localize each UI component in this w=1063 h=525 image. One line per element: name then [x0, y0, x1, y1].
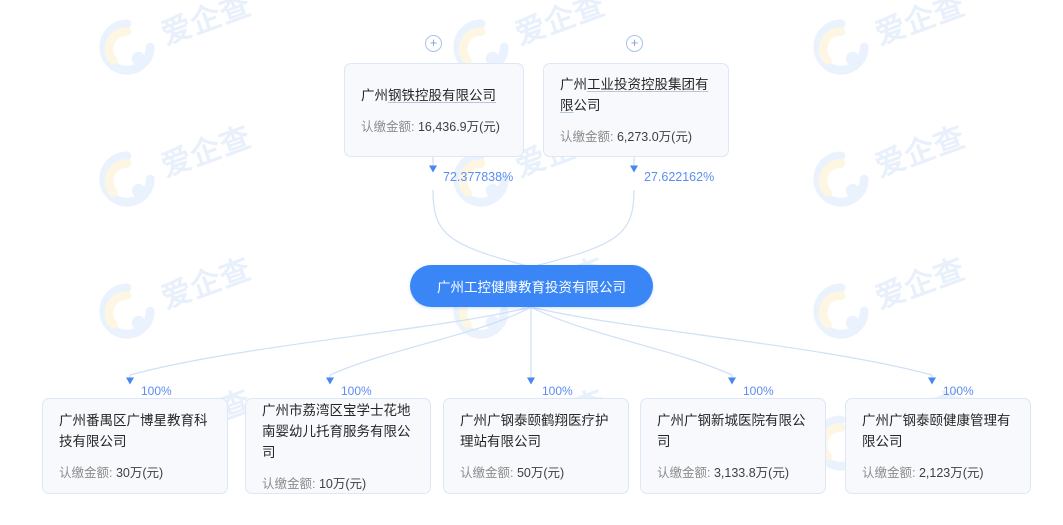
aiqicha-q-logo-icon	[99, 151, 155, 207]
ownership-percent-subsidiary-2: 100%	[341, 384, 372, 398]
expand-shareholder-2-button[interactable]: +	[626, 35, 643, 52]
company-name: 广州市荔湾区宝学士花地南婴幼儿托育服务有限公司	[262, 402, 411, 460]
company-name: 广州钢铁控股有限公司	[361, 87, 496, 103]
aiqicha-q-logo-icon	[99, 19, 155, 75]
ownership-percent-subsidiary-3: 100%	[542, 384, 573, 398]
root-company-node[interactable]: 广州工控健康教育投资有限公司	[410, 265, 653, 307]
aiqicha-q-logo-icon	[813, 19, 869, 75]
subscribed-capital: 认缴金额: 30万(元)	[59, 466, 164, 480]
watermark-text: 爱企查	[157, 0, 256, 52]
ownership-percent-shareholder-1: 72.377838%	[443, 170, 514, 184]
subscribed-capital: 认缴金额: 3,133.8万(元)	[657, 466, 789, 480]
watermark-text: 爱企查	[511, 0, 610, 52]
subscribed-capital: 认缴金额: 16,436.9万(元)	[361, 119, 500, 134]
aiqicha-q-logo-icon	[813, 283, 869, 339]
watermark: 爱企查	[98, 121, 288, 218]
watermark-text: 爱企查	[157, 120, 256, 184]
aiqicha-q-logo-icon	[813, 151, 869, 207]
subscribed-capital: 认缴金额: 2,123万(元)	[862, 466, 984, 480]
shareholder-card-2[interactable]: 广州工业投资控股集团有限公司 认缴金额: 6,273.0万(元)	[543, 63, 729, 157]
company-name: 广州广钢泰颐鹤翔医疗护理站有限公司	[460, 413, 609, 449]
company-name: 广州广钢新城医院有限公司	[657, 413, 806, 449]
watermark-text: 爱企查	[871, 120, 970, 184]
subsidiary-card-4[interactable]: 广州广钢新城医院有限公司 认缴金额: 3,133.8万(元)	[640, 398, 826, 494]
watermark: 爱企查	[812, 253, 1002, 350]
watermark: 爱企查	[812, 121, 1002, 218]
ownership-percent-subsidiary-4: 100%	[743, 384, 774, 398]
aiqicha-q-logo-icon	[99, 283, 155, 339]
subsidiary-card-2[interactable]: 广州市荔湾区宝学士花地南婴幼儿托育服务有限公司 认缴金额: 10万(元)	[245, 398, 431, 494]
watermark: 爱企查	[812, 0, 1002, 86]
company-name: 广州广钢泰颐健康管理有限公司	[862, 413, 1011, 449]
company-name: 广州工业投资控股集团有限公司	[560, 77, 709, 113]
watermark-text: 爱企查	[871, 0, 970, 52]
watermark-text: 爱企查	[157, 252, 256, 316]
company-name: 广州番禺区广博星教育科技有限公司	[59, 413, 208, 449]
subsidiary-card-3[interactable]: 广州广钢泰颐鹤翔医疗护理站有限公司 认缴金额: 50万(元)	[443, 398, 629, 494]
watermark: 爱企查	[98, 0, 288, 86]
ownership-percent-subsidiary-5: 100%	[943, 384, 974, 398]
ownership-percent-shareholder-2: 27.622162%	[644, 170, 715, 184]
watermark: 爱企查	[98, 253, 288, 350]
expand-shareholder-1-button[interactable]: +	[425, 35, 442, 52]
subsidiary-card-5[interactable]: 广州广钢泰颐健康管理有限公司 认缴金额: 2,123万(元)	[845, 398, 1031, 494]
shareholder-card-1[interactable]: 广州钢铁控股有限公司 认缴金额: 16,436.9万(元)	[344, 63, 524, 157]
watermark-text: 爱企查	[871, 252, 970, 316]
subsidiary-card-1[interactable]: 广州番禺区广博星教育科技有限公司 认缴金额: 30万(元)	[42, 398, 228, 494]
subscribed-capital: 认缴金额: 6,273.0万(元)	[560, 130, 692, 144]
subscribed-capital: 认缴金额: 10万(元)	[262, 476, 367, 491]
subscribed-capital: 认缴金额: 50万(元)	[460, 466, 565, 480]
ownership-percent-subsidiary-1: 100%	[141, 384, 172, 398]
